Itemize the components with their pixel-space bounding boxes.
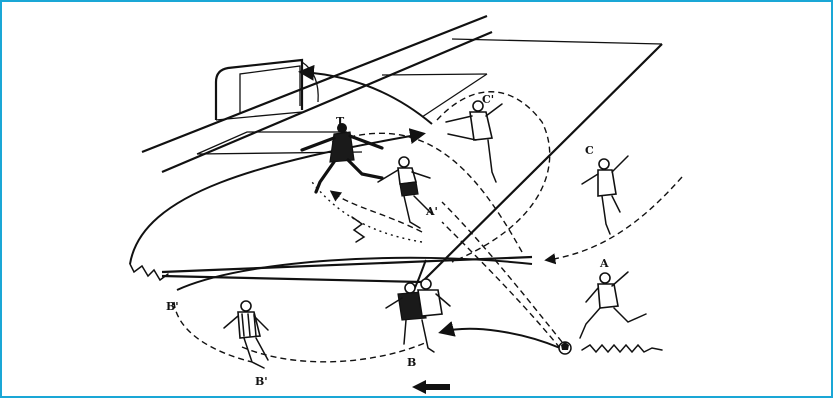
player-A-prime-figure bbox=[378, 157, 432, 228]
player-A-figure bbox=[580, 272, 646, 338]
direction-arrow-icon bbox=[412, 380, 450, 394]
player-C-figure bbox=[582, 156, 628, 234]
label-B-prime-left: B' bbox=[166, 300, 179, 313]
label-T: T bbox=[336, 115, 345, 128]
player-C-prime-figure bbox=[446, 101, 502, 182]
player-B-prime-figure bbox=[224, 301, 268, 368]
label-B-prime-bottom: B' bbox=[255, 375, 268, 388]
label-C: C bbox=[585, 144, 594, 157]
label-B: B bbox=[407, 356, 416, 369]
goal bbox=[216, 60, 318, 120]
pitch-lines bbox=[142, 16, 662, 282]
player-B-figure bbox=[386, 279, 450, 352]
ball-icon bbox=[559, 342, 571, 354]
label-A: A bbox=[599, 257, 609, 270]
label-A-prime: A' bbox=[425, 205, 438, 218]
label-C-prime: C' bbox=[482, 93, 494, 106]
